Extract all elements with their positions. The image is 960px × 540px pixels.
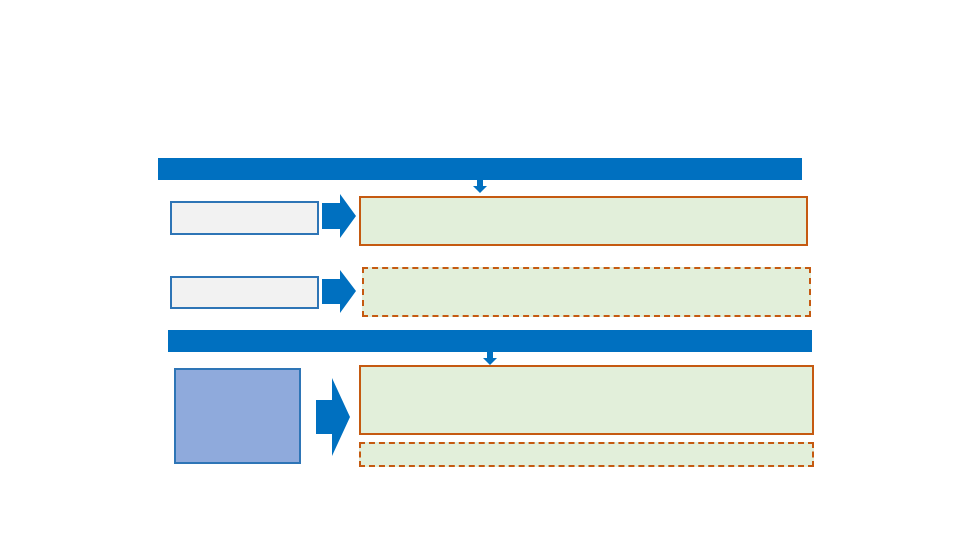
section1-row2-label-box	[170, 276, 319, 309]
section1-header-bar	[158, 158, 802, 180]
section2-blue-block	[174, 368, 301, 464]
section2-down-arrow-icon	[483, 352, 497, 365]
section1-row2-content-box	[362, 267, 811, 317]
section2-header-bar	[168, 330, 812, 352]
section1-row2-right-arrow-icon	[322, 270, 356, 313]
section2-content-box	[359, 365, 814, 435]
section1-row1-right-arrow-icon	[322, 194, 356, 238]
section1-row1-content-box	[359, 196, 808, 246]
section2-right-arrow-icon	[316, 378, 350, 456]
section2-footnote-box	[359, 442, 814, 467]
section1-down-arrow-icon	[473, 180, 487, 193]
section1-row1-label-box	[170, 201, 319, 235]
